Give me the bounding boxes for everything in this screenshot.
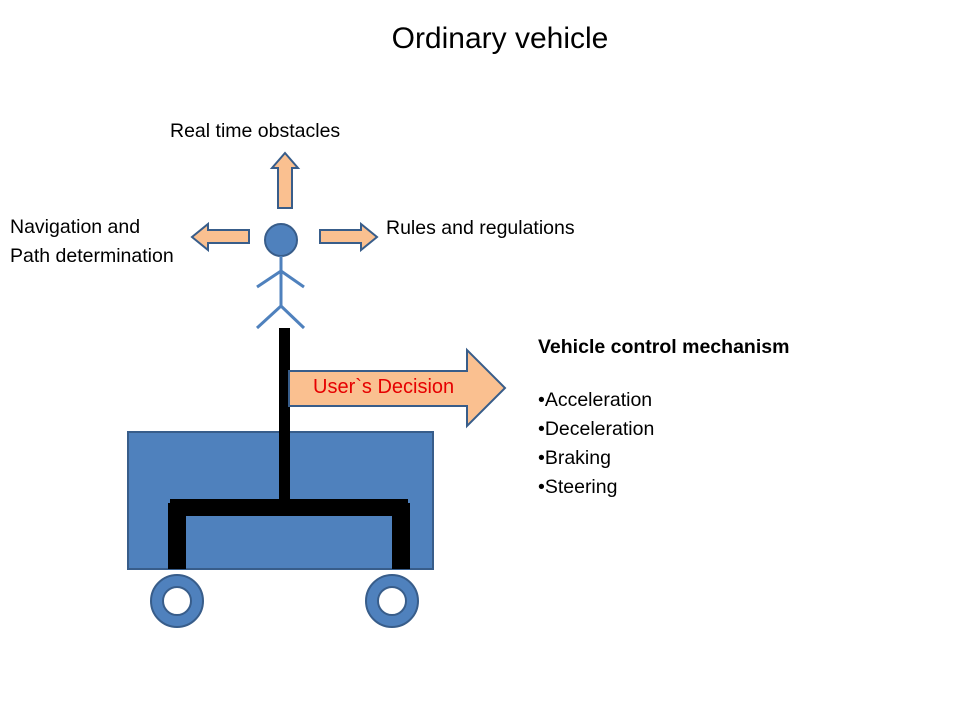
mechanism-item: •Braking [538,447,611,469]
label-navigation-line2: Path determination [10,245,174,267]
axle-bar [170,499,408,516]
left-axle-leg [168,503,186,569]
up-arrow [269,151,301,209]
mechanism-item: •Deceleration [538,418,655,440]
control-column [279,328,290,503]
left-arrow [190,221,250,253]
mechanism-list: •Acceleration •Deceleration •Braking •St… [538,386,789,502]
vehicle-control-mechanism: Vehicle control mechanism •Acceleration … [538,336,789,502]
right-wheel-hub [377,586,407,616]
mechanism-item: •Acceleration [538,389,653,411]
mechanism-item: •Steering [538,476,618,498]
decision-arrow [288,347,507,429]
right-axle-leg [392,503,410,569]
mechanism-title: Vehicle control mechanism [538,336,790,358]
label-real-time-obstacles: Real time obstacles [170,120,341,142]
user-body [255,256,306,330]
left-wheel-hub [162,586,192,616]
label-navigation-line1: Navigation and [10,216,141,238]
user-head [264,223,298,257]
label-rules-regulations: Rules and regulations [386,217,575,239]
label-user-decision: User`s Decision [313,376,455,398]
diagram-title: Ordinary vehicle [391,22,609,55]
right-arrow [319,221,379,253]
